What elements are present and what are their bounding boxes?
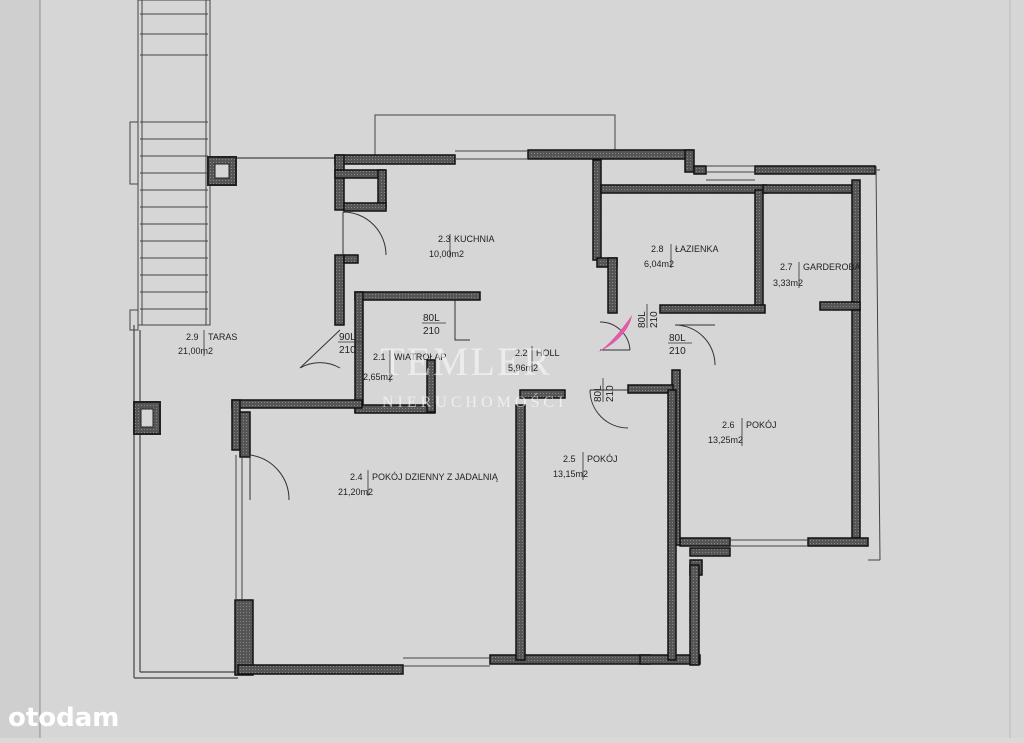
room-2-6: 2.6 POKÓJ 13,25m2: [708, 418, 777, 446]
room-name: WIATROŁAP: [394, 352, 446, 362]
room-name: ŁAZIENKA: [675, 244, 719, 254]
room-area: 13,15m2: [553, 469, 588, 479]
door-label-terrace: 90L 210: [338, 332, 362, 356]
door-swings: [249, 211, 716, 501]
room-name: HOLL: [536, 348, 560, 358]
room-area: 10,00m2: [429, 249, 464, 259]
svg-text:80L: 80L: [637, 311, 648, 328]
room-2-3: 2.3 KUCHNIA 10,00m2: [429, 234, 495, 259]
room-2-9: 2.9 TARAS 21,00m2: [178, 330, 237, 356]
room-id: 2.2: [515, 348, 528, 358]
room-2-8: 2.8 ŁAZIENKA 6,04m2: [644, 244, 719, 269]
room-2-7: 2.7 GARDEROBA 3,33m2: [773, 262, 861, 288]
room-id: 2.3: [438, 234, 451, 244]
svg-text:210: 210: [605, 385, 616, 402]
walls: [231, 149, 876, 676]
room-area: 2,65m2: [363, 372, 393, 382]
room-2-5: 2.5 POKÓJ 13,15m2: [553, 452, 618, 480]
terrace-outline: [133, 157, 335, 679]
room-id: 2.1: [373, 352, 386, 362]
svg-text:210: 210: [649, 311, 660, 328]
door-label-room-2-6: 80L 210: [668, 333, 692, 357]
room-2-4: 2.4 POKÓJ DZIENNY Z JADALNIĄ 21,20m2: [338, 470, 499, 497]
room-area: 6,04m2: [644, 259, 674, 269]
room-name: TARAS: [208, 332, 237, 342]
room-name: POKÓJ: [587, 454, 618, 464]
brand-logo: otodam: [8, 703, 119, 733]
room-name: GARDEROBA: [803, 262, 861, 272]
room-id: 2.6: [722, 420, 735, 430]
room-id: 2.5: [563, 454, 576, 464]
kitchen-bay-outline: [374, 114, 616, 155]
watermark-subtitle: NIERUCHOMOŚCI: [382, 392, 567, 411]
room-name: KUCHNIA: [454, 234, 495, 244]
svg-text:80L: 80L: [423, 313, 440, 324]
svg-text:90L: 90L: [339, 332, 356, 343]
room-id: 2.4: [350, 472, 363, 482]
door-label-room-2-5: 80L 210: [593, 378, 616, 402]
windows: [235, 150, 881, 667]
room-area: 13,25m2: [708, 435, 743, 445]
room-name: POKÓJ DZIENNY Z JADALNIĄ: [372, 472, 499, 482]
svg-text:210: 210: [669, 346, 686, 357]
door-label-wiatrolap: 80L 210: [422, 313, 446, 337]
room-id: 2.8: [651, 244, 664, 254]
room-id: 2.9: [186, 332, 199, 342]
room-2-2: 2.2 HOLL 5,96m2: [508, 346, 560, 373]
room-id: 2.7: [780, 262, 793, 272]
room-area: 3,33m2: [773, 278, 803, 288]
watermark-name: TEMLER: [380, 339, 552, 384]
room-area: 5,96m2: [508, 363, 538, 373]
svg-text:80L: 80L: [669, 333, 686, 344]
svg-text:210: 210: [423, 326, 440, 337]
door-label-bathroom: 80L 210: [637, 304, 660, 328]
room-area: 21,00m2: [178, 346, 213, 356]
paper-edge: [0, 0, 40, 738]
room-2-1: 2.1 WIATROŁAP 2,65m2: [363, 350, 446, 382]
room-name: POKÓJ: [746, 420, 777, 430]
room-area: 21,20m2: [338, 487, 373, 497]
svg-text:210: 210: [339, 345, 356, 356]
svg-text:80L: 80L: [593, 385, 604, 402]
